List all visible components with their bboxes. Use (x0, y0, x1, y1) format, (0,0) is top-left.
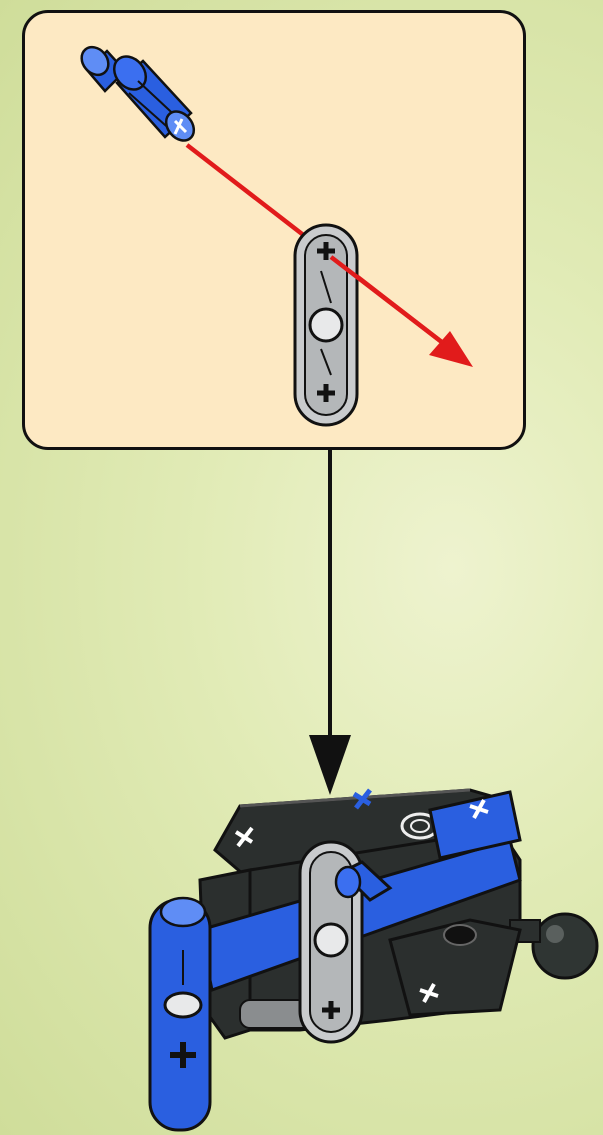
step-flow-arrow-icon (309, 450, 351, 795)
assembled-model-icon (150, 790, 597, 1130)
